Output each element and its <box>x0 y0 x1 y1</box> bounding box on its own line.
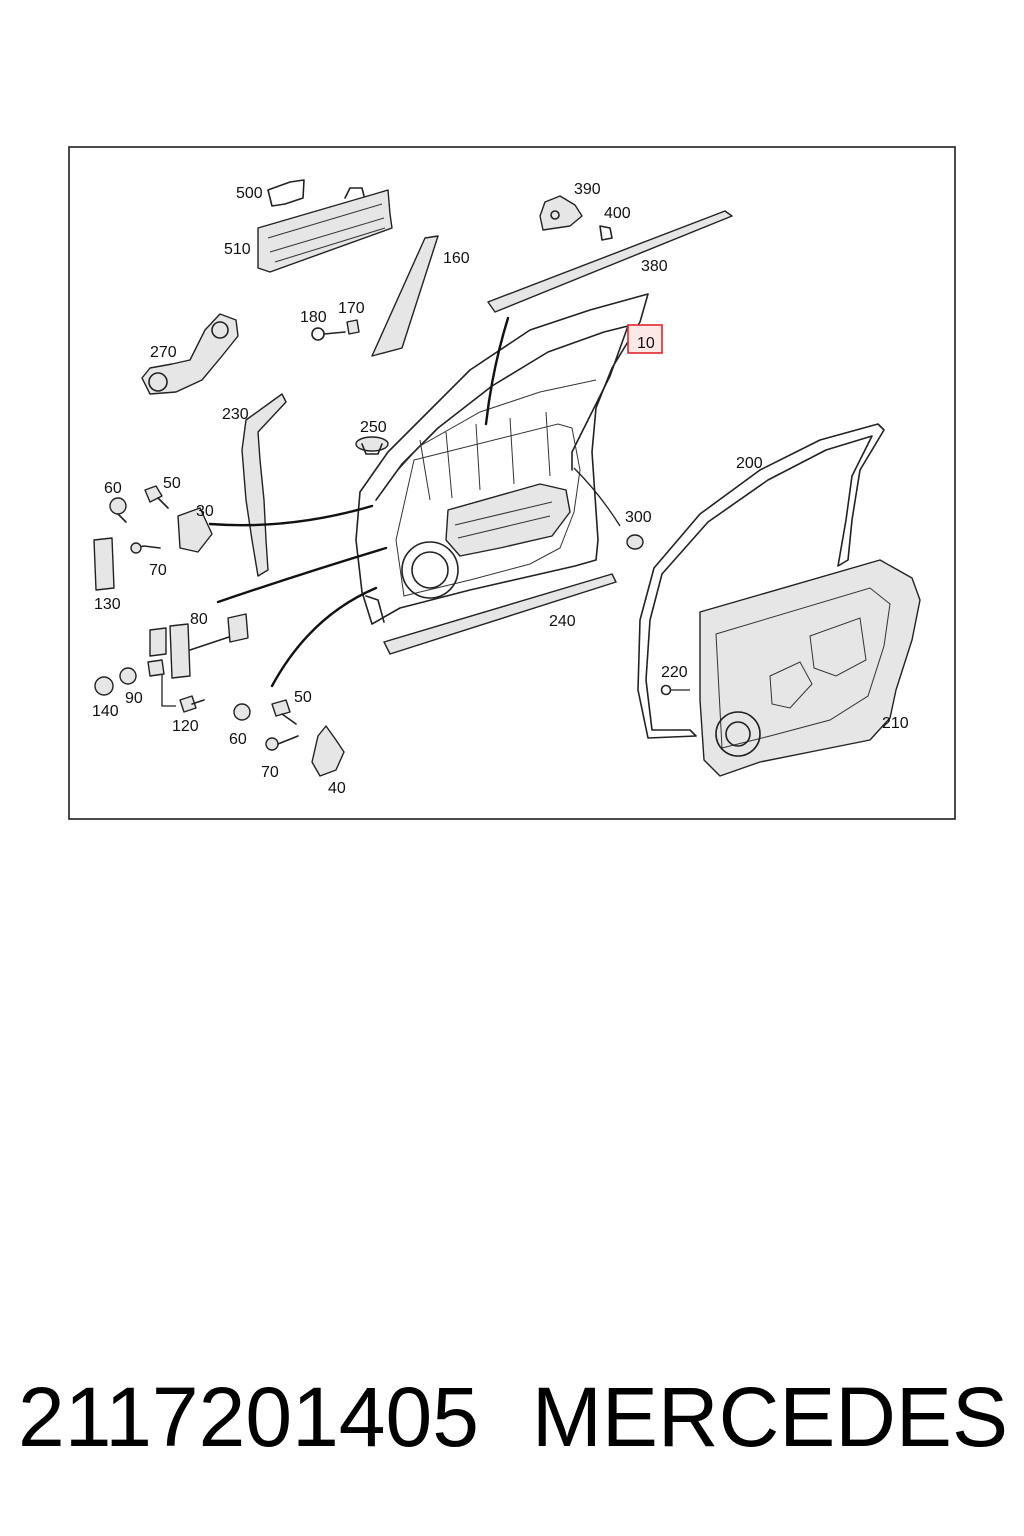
label-390: 390 <box>574 181 601 198</box>
label-200: 200 <box>736 455 763 472</box>
label-380: 380 <box>641 258 668 275</box>
label-60-upper: 60 <box>104 480 122 497</box>
part-bracket <box>539 195 613 241</box>
label-130: 130 <box>94 596 121 613</box>
part-belt-molding <box>487 210 733 313</box>
label-510: 510 <box>224 241 251 258</box>
label-270: 270 <box>150 344 177 361</box>
label-300: 300 <box>625 509 652 526</box>
label-40: 40 <box>328 780 346 797</box>
part-window-rail <box>257 179 393 273</box>
label-30: 30 <box>196 503 214 520</box>
highlight-box <box>627 324 663 354</box>
label-210: 210 <box>882 715 909 732</box>
label-10-highlighted: 10 <box>637 335 655 352</box>
label-90: 90 <box>125 690 143 707</box>
part-door-seal <box>637 423 885 739</box>
label-70-upper: 70 <box>149 562 167 579</box>
label-500: 500 <box>236 185 263 202</box>
part-lower-hinge-fasteners <box>233 699 345 777</box>
label-170: 170 <box>338 300 365 317</box>
label-250: 250 <box>360 419 387 436</box>
part-small-fasteners-upper <box>93 485 213 591</box>
diagram-frame <box>68 146 956 820</box>
label-140: 140 <box>92 703 119 720</box>
label-220: 220 <box>661 664 688 681</box>
part-screw-clip <box>311 319 360 341</box>
part-door-shell <box>355 293 649 625</box>
part-plug <box>626 534 644 550</box>
part-hinge-assembly <box>147 613 249 707</box>
label-160: 160 <box>443 250 470 267</box>
label-80: 80 <box>190 611 208 628</box>
label-60-lower: 60 <box>229 731 247 748</box>
label-230: 230 <box>222 406 249 423</box>
part-door-handle <box>141 313 239 395</box>
label-50-upper: 50 <box>163 475 181 492</box>
part-inner-trim <box>241 393 287 577</box>
label-180: 180 <box>300 309 327 326</box>
label-400: 400 <box>604 205 631 222</box>
label-50-lower: 50 <box>294 689 312 706</box>
part-door-panel <box>699 559 921 777</box>
label-120: 120 <box>172 718 199 735</box>
part-pillar-trim <box>371 235 439 357</box>
part-grommet <box>355 436 389 455</box>
part-labels: 500 510 160 390 400 380 180 170 270 230 … <box>92 181 909 797</box>
label-70-lower: 70 <box>261 764 279 781</box>
part-number: 2117201405 <box>18 1370 479 1464</box>
part-small-fasteners-lower <box>94 667 205 713</box>
label-240: 240 <box>549 613 576 630</box>
brand-name: MERCEDES <box>531 1370 1008 1464</box>
part-pin <box>660 684 690 696</box>
footer: 2117201405 MERCEDES <box>18 1362 1008 1472</box>
part-sill-molding <box>383 573 617 655</box>
assembly-arrows <box>208 316 621 688</box>
